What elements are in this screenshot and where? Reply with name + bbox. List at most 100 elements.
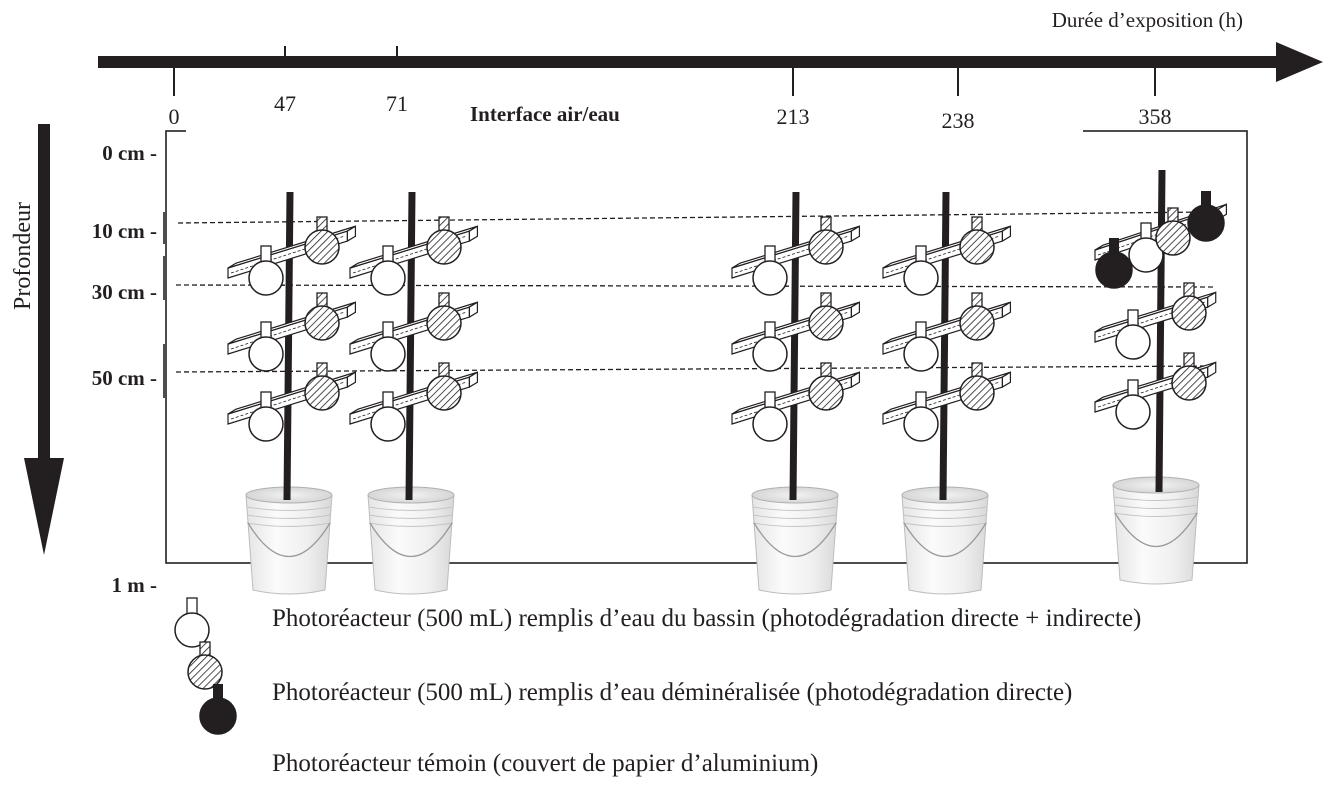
flask-body	[370, 336, 406, 372]
flask-body	[1155, 220, 1191, 256]
depth-tick-label: 50 cm -	[92, 366, 157, 390]
open-flask-icon	[248, 391, 284, 442]
bucket-ridge	[1113, 496, 1199, 501]
open-flask-icon	[174, 597, 210, 648]
flask-body	[199, 697, 237, 735]
time-tick-label: 213	[777, 104, 810, 129]
shelf-end	[850, 301, 861, 319]
depth-axis-ticks: 0 cm -10 cm -30 cm -50 cm -1 m -	[92, 141, 165, 597]
flask-body	[1171, 365, 1207, 401]
bucket-body	[1112, 484, 1200, 585]
time-tick-label: 0	[169, 104, 180, 129]
bucket-handle	[903, 522, 987, 558]
flask-body	[959, 229, 995, 265]
hatched-flask-icon	[1171, 352, 1207, 401]
open-flask-icon	[903, 391, 939, 442]
flask-body	[187, 654, 223, 690]
flask-body	[752, 260, 788, 296]
flask-body	[304, 229, 340, 265]
support-pole	[283, 191, 294, 501]
flask-body	[1187, 204, 1225, 242]
time-tick-label: 47	[274, 91, 296, 116]
hatched-flask-icon	[304, 292, 340, 341]
flask-body	[370, 406, 406, 442]
open-flask-icon	[903, 321, 939, 372]
sampling-rig	[227, 191, 357, 595]
depth-lines	[175, 211, 1214, 373]
black-flask-icon	[1095, 238, 1133, 289]
flask-body	[304, 375, 340, 411]
shelf-rod	[1097, 371, 1205, 408]
bucket-ridge	[368, 522, 454, 527]
hatched-flask-icon	[959, 292, 995, 341]
sampling-rig	[882, 191, 1012, 595]
depth-tick-label: 1 m -	[112, 573, 158, 597]
open-flask-icon	[370, 321, 406, 372]
bucket	[245, 486, 333, 595]
bucket-ridge	[752, 522, 838, 527]
flask-body	[1171, 295, 1207, 331]
flask-neck	[1201, 191, 1211, 211]
bucket-ridge	[752, 506, 838, 511]
bucket-handle	[1114, 512, 1198, 548]
legend-text-open-flask: Photoréacteur (500 mL) remplis d’eau du …	[272, 605, 1142, 632]
flask-body	[1095, 251, 1133, 289]
open-flask-icon	[1115, 309, 1151, 360]
legend-text-hatched-flask: Photoréacteur (500 mL) remplis d’eau dém…	[272, 679, 1073, 706]
flask-body	[959, 305, 995, 341]
shelf-end	[1001, 301, 1012, 319]
open-flask-icon	[370, 391, 406, 442]
shelf-end	[1207, 291, 1217, 309]
shelf-end	[468, 371, 479, 389]
support-pole	[789, 191, 800, 501]
depth-line-10cm	[177, 211, 1207, 224]
shelf-end	[850, 225, 861, 243]
open-flask-icon	[752, 321, 788, 372]
support-pole	[405, 191, 416, 501]
sampling-rigs	[227, 169, 1228, 595]
bucket	[367, 486, 455, 595]
shelf-end	[346, 301, 357, 319]
depth-tick-label: 10 cm -	[92, 219, 157, 243]
hatched-flask-icon	[808, 362, 844, 411]
flask-neck	[213, 684, 223, 704]
hatched-flask-icon	[808, 292, 844, 341]
depth-tick-label: 0 cm -	[102, 141, 157, 165]
flask-neck	[1109, 238, 1119, 258]
support-pole	[939, 191, 950, 501]
bucket-ridge	[902, 506, 988, 511]
open-flask-icon	[752, 245, 788, 296]
bucket-body	[367, 494, 455, 595]
bucket-body	[901, 494, 989, 595]
time-axis-arrowhead	[1276, 42, 1323, 82]
bucket	[751, 486, 839, 595]
flask-body	[808, 229, 844, 265]
depth-axis-arrowhead	[24, 458, 64, 555]
bucket-ridge	[368, 506, 454, 511]
shelf-end	[1001, 225, 1012, 243]
hatched-flask-icon	[959, 362, 995, 411]
hatched-flask-icon	[426, 362, 462, 411]
shelf-end	[346, 225, 357, 243]
surface-label: Interface air/eau	[470, 102, 620, 126]
shelf-end	[850, 371, 861, 389]
sampling-rig	[731, 191, 861, 595]
bucket	[1112, 476, 1200, 585]
hatched-flask-icon	[1171, 282, 1207, 331]
flask-body	[959, 375, 995, 411]
flask-body	[752, 406, 788, 442]
flask-body	[808, 305, 844, 341]
hatched-flask-icon	[304, 216, 340, 265]
legend-icons	[174, 597, 237, 735]
bucket-ridge	[752, 514, 838, 519]
bucket-ridge	[246, 506, 332, 511]
time-tick-label: 238	[942, 108, 975, 133]
time-axis-label: Durée d’exposition (h)	[1052, 8, 1243, 32]
flask-body	[248, 406, 284, 442]
flask-body	[903, 406, 939, 442]
bucket-handle	[369, 522, 453, 558]
open-flask-icon	[1128, 222, 1164, 273]
support-pole	[1155, 169, 1166, 493]
